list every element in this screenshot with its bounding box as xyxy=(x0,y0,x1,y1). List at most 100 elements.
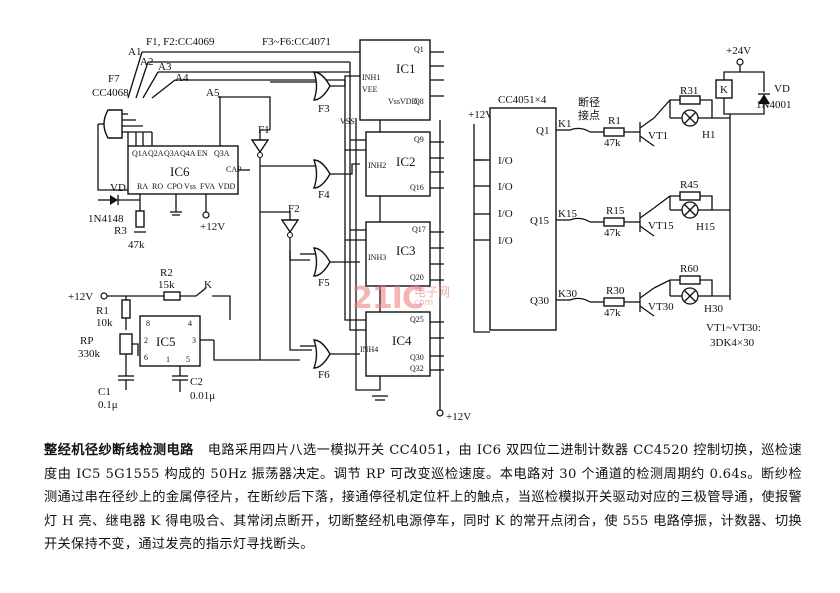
label-r1-osc: R1 xyxy=(96,305,109,317)
label-c1-value: 0.1μ xyxy=(98,399,118,411)
label-f1-f2: F1, F2:CC4069 xyxy=(146,36,215,48)
label-io-2: I/O xyxy=(498,181,513,193)
label-rp-value: 330k xyxy=(78,348,101,360)
ic6-pin-ro: RO xyxy=(152,182,163,191)
vd-1n4148 xyxy=(98,195,146,233)
caption-title: 整经机径纱断线检测电路 xyxy=(44,443,194,458)
ic1-pin-vdd: VDD xyxy=(400,97,418,106)
ic1-pin-vss: Vss xyxy=(388,97,400,106)
watermark-logo: 21IC 电子网 com xyxy=(352,281,492,325)
relay-section xyxy=(715,58,770,300)
ic1-label: IC1 xyxy=(396,61,416,76)
label-r2-value: 15k xyxy=(158,279,175,291)
ic6-pin-q3a: Q3A xyxy=(164,149,180,158)
ic5-label: IC5 xyxy=(156,334,176,349)
ic6-label: IC6 xyxy=(170,164,190,179)
label-rp: RP xyxy=(80,335,93,347)
label-r30: R30 xyxy=(606,285,625,297)
ic6-pin-en: EN xyxy=(197,149,208,158)
label-f7: F7 xyxy=(108,73,120,85)
label-vt15: VT15 xyxy=(648,220,674,232)
f1-inverter xyxy=(250,129,300,361)
oscillator-555 xyxy=(100,287,260,392)
ic2-pin-q16: Q16 xyxy=(410,183,424,192)
label-r60: R60 xyxy=(680,263,699,275)
ic2-chip: IC2 Q9 INH2 Q16 xyxy=(365,131,444,197)
label-r3: R3 xyxy=(114,225,127,237)
label-a4: A4 xyxy=(175,72,189,84)
ic6-pin-cap: CAP xyxy=(226,165,242,174)
label-r15: R15 xyxy=(606,205,625,217)
ic5-pin-2: 2 xyxy=(144,336,148,345)
ic6-pin-fva: FVA xyxy=(200,182,215,191)
label-cc4068: CC4068 xyxy=(92,87,129,99)
label-1n4148: 1N4148 xyxy=(88,213,124,225)
label-switch-k: K xyxy=(204,279,212,291)
label-relay-1n4001: 1N4001 xyxy=(756,99,791,111)
ic6-pin-vdd: VDD xyxy=(218,182,236,191)
label-relay-supply: +24V xyxy=(726,45,751,57)
label-r3-value: 47k xyxy=(128,239,145,251)
gnd-ic6 xyxy=(170,211,210,219)
ic4-label: IC4 xyxy=(392,333,412,348)
label-c1: C1 xyxy=(98,386,111,398)
ic5-pin-6: 6 xyxy=(144,353,148,362)
figure-caption: 整经机径纱断线检测电路电路采用四片八选一模拟开关 CC4051，由 IC6 双四… xyxy=(44,439,802,557)
label-vt-note-1: VT1~VT30: xyxy=(706,322,761,334)
label-io-1: I/O xyxy=(498,155,513,167)
label-a2: A2 xyxy=(140,56,153,68)
label-k1: K1 xyxy=(558,118,571,130)
label-io-3: I/O xyxy=(498,208,513,220)
label-plus12-bottom: +12V xyxy=(446,411,471,423)
ic6-chip: Q1A Q2A Q3A Q4A EN Q3A IC6 CAP RA RO CPO… xyxy=(127,96,250,215)
label-f1: F1 xyxy=(258,124,270,136)
ic6-pin-q3a-b: Q3A xyxy=(214,149,230,158)
label-f5: F5 xyxy=(318,277,330,289)
ic5-pin-4: 4 xyxy=(188,319,192,328)
label-r1-ch: R1 xyxy=(608,115,621,127)
f7-gate xyxy=(97,109,152,191)
label-k30: K30 xyxy=(558,288,577,300)
ic5-pin-8: 8 xyxy=(146,319,150,328)
ic6-pin-q1a: Q1A xyxy=(132,149,148,158)
label-relay-coil: K xyxy=(720,84,728,96)
ic1-pin-q1: Q1 xyxy=(414,45,424,54)
label-vt1: VT1 xyxy=(648,130,668,142)
label-q1-out: Q1 xyxy=(536,125,549,137)
label-h30: H30 xyxy=(704,303,723,315)
caption-body: 电路采用四片八选一模拟开关 CC4051，由 IC6 双四位二进制计数器 CC4… xyxy=(44,443,802,552)
label-vss: VSS xyxy=(340,117,355,126)
watermark-sub: 电子网 xyxy=(414,285,451,299)
ic6-pin-ra: RA xyxy=(137,182,148,191)
label-h15: H15 xyxy=(696,221,715,233)
label-cc4051-supply: +12V xyxy=(468,109,493,121)
f2-inverter xyxy=(260,211,312,351)
label-f2: F2 xyxy=(288,203,300,215)
label-break-point-2: 接点 xyxy=(578,109,600,122)
label-plus12-ic6: +12V xyxy=(200,221,225,233)
watermark-main: 21IC xyxy=(352,281,424,316)
label-osc-supply: +12V xyxy=(68,291,93,303)
label-q15-out: Q15 xyxy=(530,215,549,227)
ic3-pin-inh3: INH3 xyxy=(368,253,386,262)
label-vd-left: VD xyxy=(110,182,126,194)
watermark-url: com xyxy=(414,298,434,308)
ic1-chip: IC1 Q1 INH1 VEE Vss Q8 VDD xyxy=(359,39,444,121)
ic6-pin-q2a: Q2A xyxy=(148,149,164,158)
ic1-pin-vee: VEE xyxy=(362,85,378,94)
label-relay-vd: VD xyxy=(774,83,790,95)
label-r1-ch-value: 47k xyxy=(604,137,621,149)
label-a5: A5 xyxy=(206,87,220,99)
label-break-point-1: 断径 xyxy=(578,95,600,109)
ic5-pin-3: 3 xyxy=(192,336,196,345)
ic3-pin-q17: Q17 xyxy=(412,225,426,234)
ic4-chip: IC4 Q25 INH4 Q30 Q32 xyxy=(360,311,444,377)
ic4-pin-q25: Q25 xyxy=(410,315,424,324)
label-f3-f6: F3~F6:CC4071 xyxy=(262,36,331,48)
label-q30-out: Q30 xyxy=(530,295,549,307)
label-vt30: VT30 xyxy=(648,301,674,313)
ic3-pin-q20: Q20 xyxy=(410,273,424,282)
label-f4: F4 xyxy=(318,189,330,201)
mux-address-bus xyxy=(344,62,441,410)
label-a1: A1 xyxy=(128,46,141,58)
